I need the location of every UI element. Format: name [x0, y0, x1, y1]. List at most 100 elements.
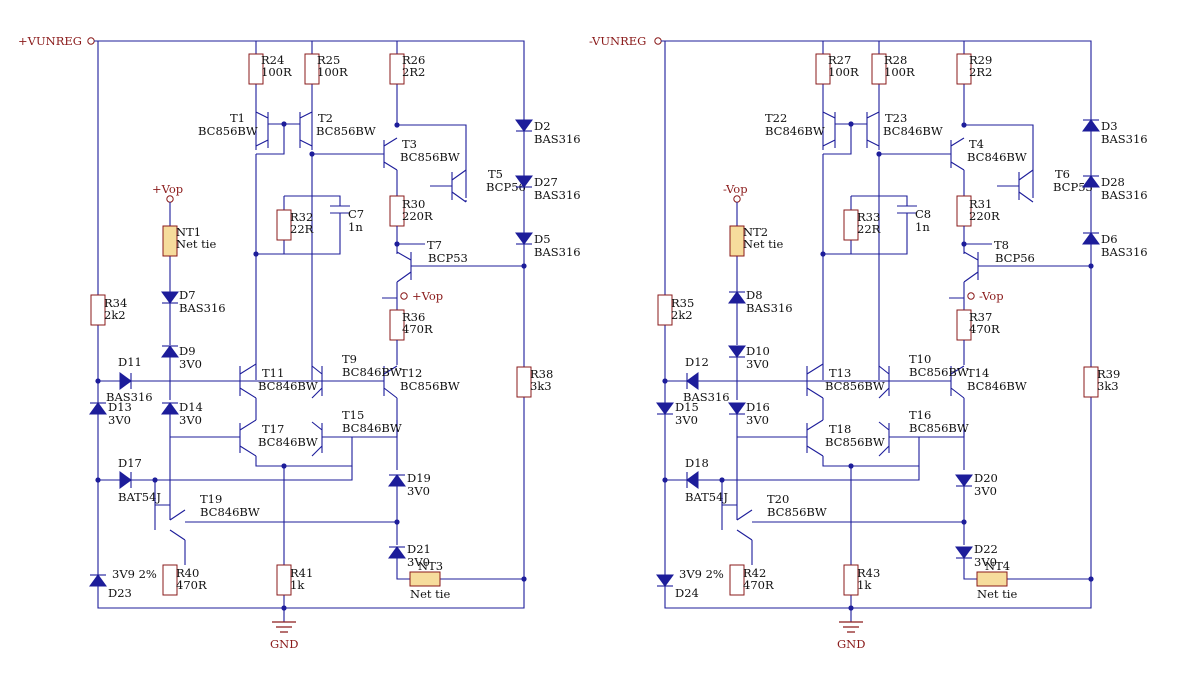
- t22-ref: T22: [765, 111, 787, 125]
- t15-type: BC846BW: [342, 421, 402, 435]
- r37-value: 470R: [969, 322, 1000, 336]
- t2-ref: T2: [318, 111, 333, 125]
- d28-diode: [1082, 175, 1100, 188]
- d9-type: 3V0: [179, 357, 202, 371]
- t2-type: BC856BW: [316, 124, 376, 138]
- d8-ref: D8: [746, 288, 763, 302]
- d16-zener: [728, 402, 746, 415]
- c7-value: 1n: [348, 220, 363, 234]
- pos-rail-pin: [87, 37, 95, 45]
- d6-diode: [1082, 232, 1100, 245]
- t4-ref: T4: [969, 137, 984, 151]
- d21-ref: D21: [407, 542, 431, 556]
- t14-ref: T14: [967, 366, 989, 380]
- d20-type: 3V0: [974, 484, 997, 498]
- d23-type: 3V9 2%: [112, 567, 157, 581]
- d24-zener: [656, 574, 674, 587]
- r24-ref: R24: [261, 53, 284, 67]
- top-feeds: [255, 41, 398, 125]
- nt3-net-tie: [409, 571, 441, 587]
- r36-value: 470R: [402, 322, 433, 336]
- r34-value: 2k2: [104, 308, 126, 322]
- r43-ref: R43: [857, 566, 880, 580]
- r33-value: 22R: [857, 222, 881, 236]
- nt4-ref: NT4: [985, 559, 1010, 573]
- gnd-label-right: GND: [837, 637, 865, 651]
- d22-zener: [955, 546, 973, 559]
- r28-value: 100R: [884, 65, 915, 79]
- r27-value: 100R: [828, 65, 859, 79]
- d11-type: BAS316: [106, 390, 153, 404]
- d2-type: BAS316: [534, 132, 581, 146]
- d18-diode: [686, 471, 699, 489]
- d28-type: BAS316: [1101, 188, 1148, 202]
- d7-type: BAS316: [179, 301, 226, 315]
- nt3-ref: NT3: [418, 559, 443, 573]
- r37-ref: R37: [969, 310, 992, 324]
- d10-type: 3V0: [746, 357, 769, 371]
- t19-type: BC846BW: [200, 505, 260, 519]
- nt2-type: Net tie: [743, 237, 783, 251]
- t7-ref: T7: [427, 238, 442, 252]
- t18-type: BC856BW: [825, 435, 885, 449]
- t22-type: BC846BW: [765, 124, 825, 138]
- r24-value: 100R: [261, 65, 292, 79]
- r26-value: 2R2: [402, 65, 425, 79]
- r35-resistor: [657, 294, 673, 326]
- d18-ref: D18: [685, 456, 709, 470]
- d9-ref: D9: [179, 344, 196, 358]
- r42-resistor: [729, 564, 745, 596]
- d19-type: 3V0: [407, 484, 430, 498]
- d13-ref: D13: [108, 400, 132, 414]
- d2-ref: D2: [534, 119, 551, 133]
- d10-zener: [728, 345, 746, 358]
- t1-type: BC856BW: [198, 124, 258, 138]
- r26-ref: R26: [402, 53, 425, 67]
- r31-ref: R31: [969, 197, 992, 211]
- r39-resistor: [1083, 366, 1099, 398]
- r26-resistor: [389, 53, 405, 85]
- r33-resistor: [843, 209, 859, 241]
- gnd-label-left: GND: [270, 637, 298, 651]
- d9-zener: [161, 345, 179, 358]
- r34-ref: R34: [104, 296, 127, 310]
- t17-ref: T17: [262, 422, 284, 436]
- t16-ref: T16: [909, 408, 931, 422]
- t23-ref: T23: [885, 111, 907, 125]
- d5-diode: [515, 232, 533, 245]
- r34-resistor: [90, 294, 106, 326]
- d11-ref: D11: [118, 355, 142, 369]
- r27-ref: R27: [828, 53, 851, 67]
- t8-type: BCP56: [995, 251, 1035, 265]
- t6-type: BCP53: [1053, 180, 1093, 194]
- r38-ref: R38: [530, 367, 553, 381]
- d6-ref: D6: [1101, 232, 1118, 246]
- t3-ref: T3: [402, 137, 417, 151]
